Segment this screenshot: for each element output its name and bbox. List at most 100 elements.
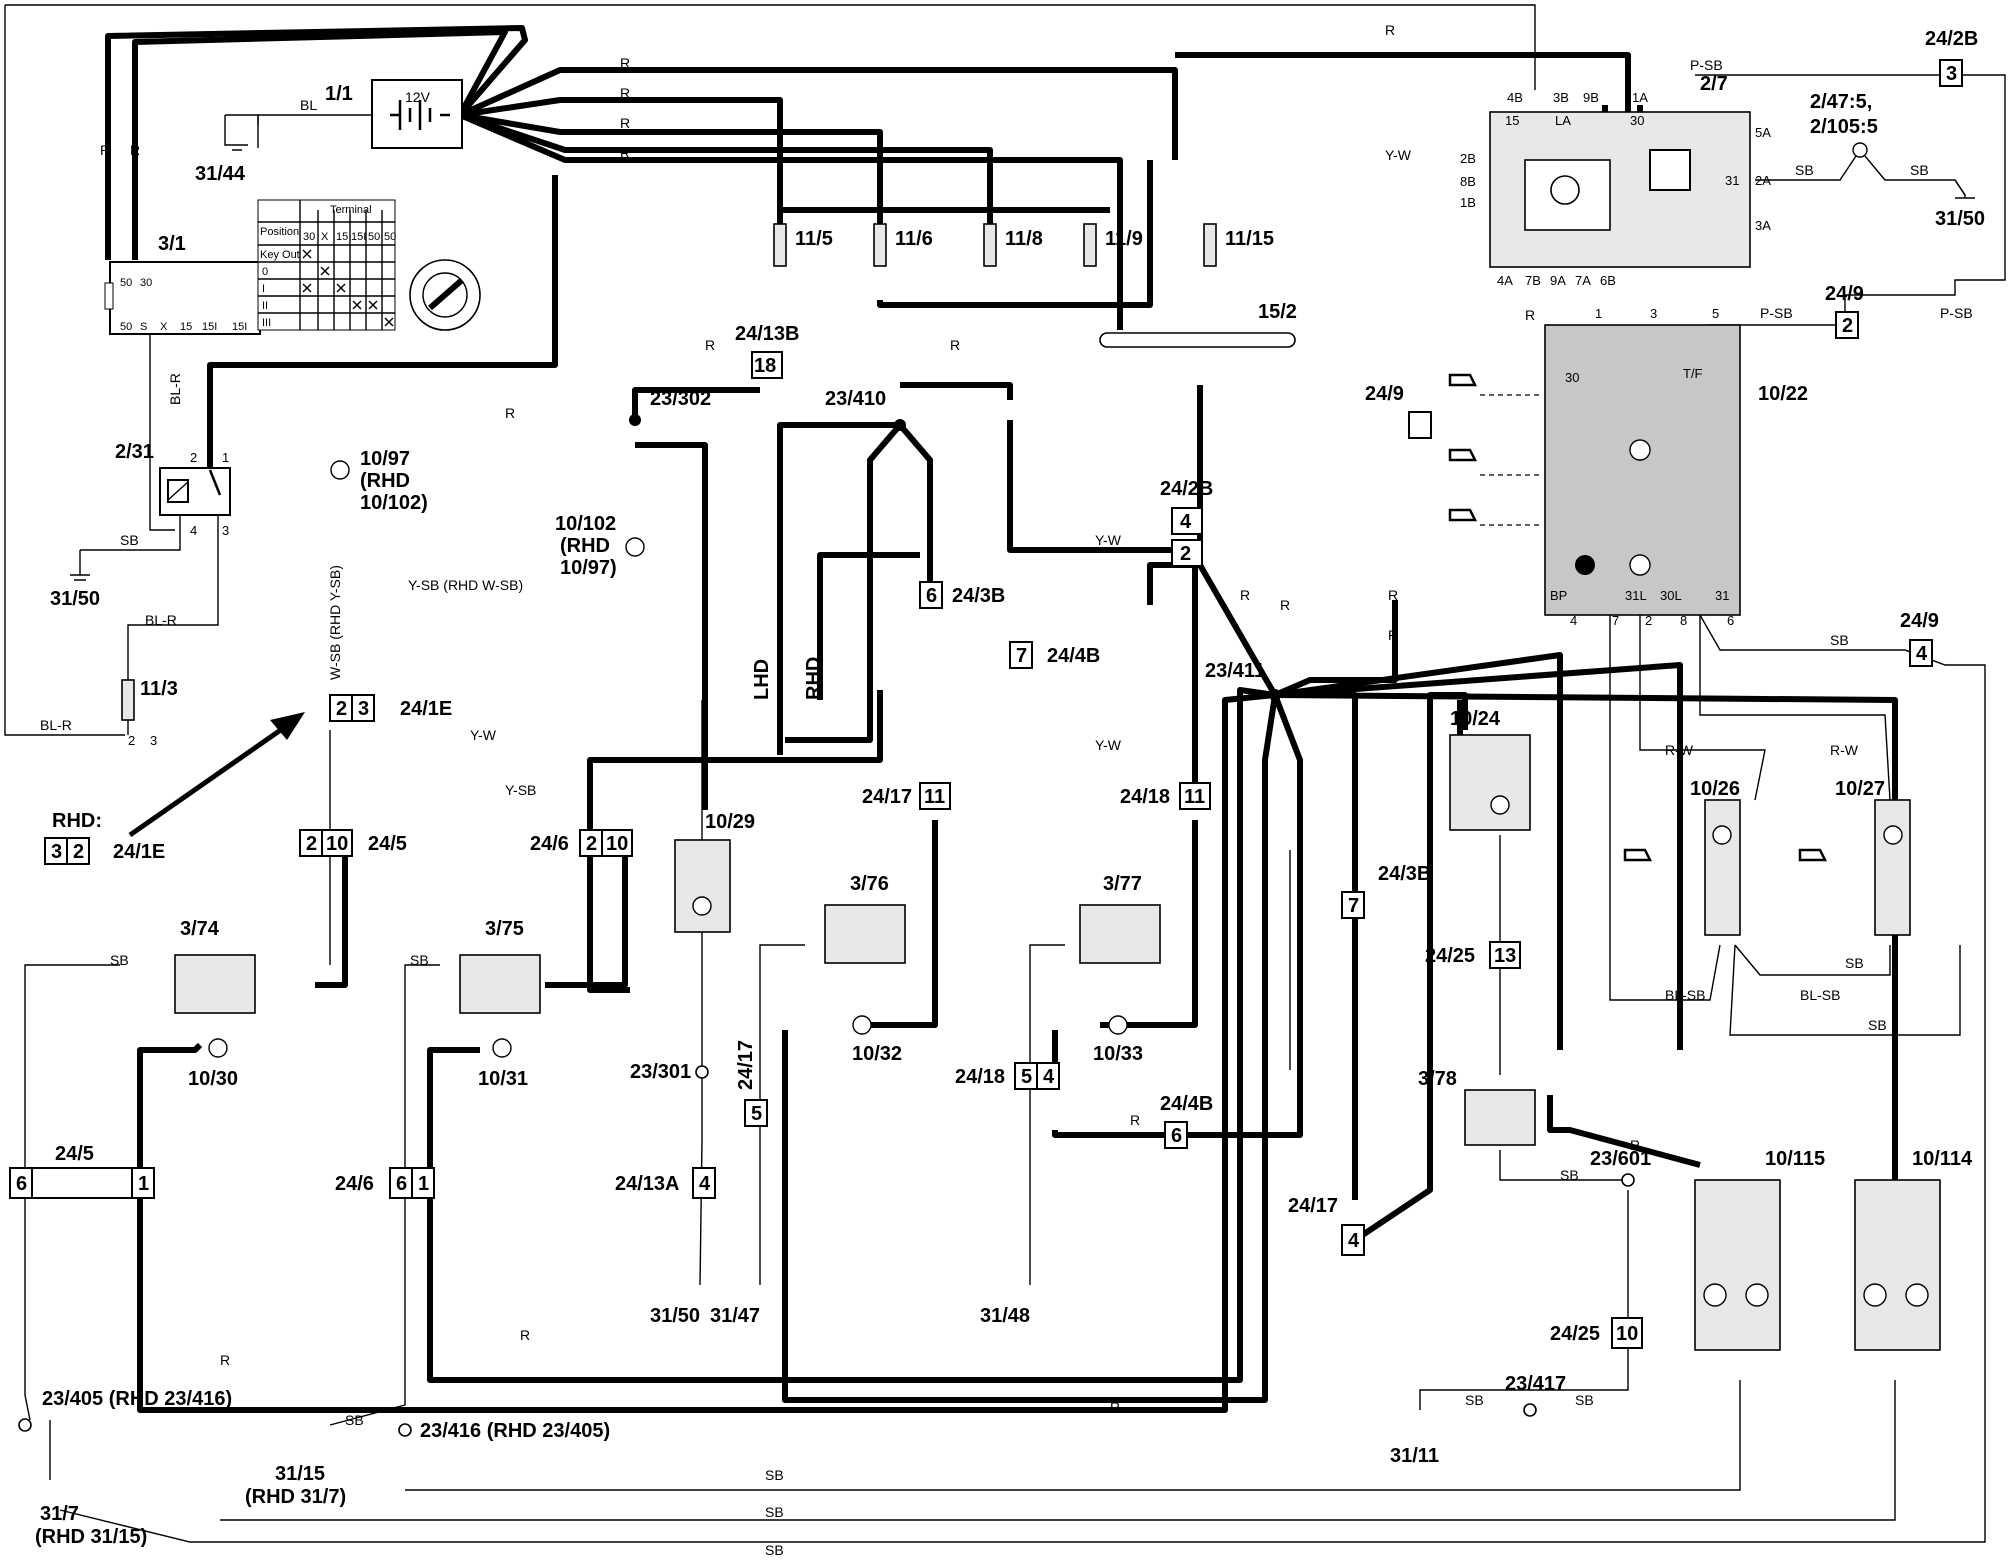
svg-text:1: 1 bbox=[222, 450, 229, 465]
rhd-note-pin0: 3 bbox=[51, 841, 62, 863]
conn-249-mid-label: 24/9 bbox=[1365, 383, 1404, 405]
svg-text:3: 3 bbox=[222, 523, 229, 538]
wire-label-bl-sb-2: BL-SB bbox=[1800, 987, 1840, 1003]
lamp-10102-rhd2: 10/97) bbox=[560, 557, 617, 579]
wire-label-sb-8: SB bbox=[1560, 1167, 1579, 1183]
rhd-note-pin1: 2 bbox=[73, 841, 84, 863]
conn-2418-b-pin1: 4 bbox=[1043, 1066, 1055, 1088]
ign-pin-50: 50 bbox=[120, 277, 132, 289]
wire-label-sb-3: SB bbox=[1830, 632, 1849, 648]
module-bottom-1: 4 bbox=[1570, 613, 1577, 628]
switch-table-row-0: Key Out bbox=[260, 249, 300, 261]
lamp-1026: 10/26 bbox=[1690, 778, 1741, 936]
lamp-1033: 10/33 bbox=[1093, 1015, 1143, 1065]
switch-table-col-3: 15I bbox=[351, 231, 366, 243]
splice-23601: 23/601 bbox=[1590, 1148, 1651, 1170]
conn-2413b-label: 24/13B bbox=[735, 323, 800, 345]
switch-table-col-5: 50 bbox=[384, 231, 396, 243]
label-w-sb-rhd: W-SB (RHD Y-SB) bbox=[327, 565, 343, 680]
switch-table-row-4: III bbox=[262, 317, 271, 329]
module-top-1: 3 bbox=[1650, 306, 1657, 321]
wire-label-sb-1: SB bbox=[1795, 162, 1814, 178]
switch-table-row-1: 0 bbox=[262, 266, 268, 278]
switch-376: 3/76 bbox=[824, 873, 906, 964]
relay27-left-0: 2B bbox=[1460, 151, 1476, 166]
rhd-note-title: RHD: bbox=[52, 810, 102, 832]
rhd-note-label: 24/1E bbox=[113, 841, 165, 863]
conn-2418-a-label: 24/18 bbox=[1120, 786, 1170, 808]
lamp-1030: 10/30 bbox=[188, 1038, 238, 1090]
conn-243b-b-label: 24/3B bbox=[1378, 863, 1431, 885]
switch-374-label: 3/74 bbox=[180, 918, 220, 940]
lamp-1097-label: 10/97 bbox=[360, 448, 410, 470]
conn-2417-c-pin: 4 bbox=[1348, 1230, 1360, 1252]
wire-label-sb-231: SB bbox=[120, 532, 139, 548]
ground-317: 31/7 bbox=[40, 1503, 79, 1525]
wire-label-bl-sb-1: BL-SB bbox=[1665, 987, 1705, 1003]
ground-3115: 31/15 bbox=[275, 1463, 325, 1485]
conn-244b-b-pin: 6 bbox=[1171, 1125, 1182, 1147]
relay27-bottom-1: 7B bbox=[1525, 273, 1541, 288]
wire-label-r-6: R bbox=[100, 142, 110, 158]
conn-246-a-pin0: 2 bbox=[586, 833, 597, 855]
switch-377-label: 3/77 bbox=[1103, 873, 1142, 895]
switch-table: Terminal Position Key Out 0 I II III 30 … bbox=[257, 199, 396, 331]
thin-wires bbox=[4, 4, 2006, 1543]
wire-label-sb-7: SB bbox=[410, 952, 429, 968]
splice-2475-label: 2/47:5, bbox=[1810, 91, 1872, 113]
fuse-113: 11/3 2 3 BL-R BL-R BL-R bbox=[40, 373, 183, 748]
fuse-label-4: 11/15 bbox=[1225, 228, 1274, 250]
key-icon bbox=[409, 259, 481, 331]
relay27-bottom-0: 4A bbox=[1497, 273, 1513, 288]
switch-375: 3/75 bbox=[459, 918, 541, 1014]
wire-label-r-1: R bbox=[620, 55, 630, 71]
lamp-1097-rhd: (RHD bbox=[360, 470, 410, 492]
wire-labels: R R R R R R R P-SB P-SB P-SB SB SB Y-W R… bbox=[100, 22, 1973, 1558]
relay27-top-1: 3B bbox=[1553, 90, 1569, 105]
lamp-1024-label: 10/24 bbox=[1450, 708, 1501, 730]
lamp-10115: 10/115 bbox=[1694, 1148, 1825, 1351]
splice-23411: 23/411 bbox=[1205, 660, 1265, 682]
ign-pin-b50: 50 bbox=[120, 321, 132, 333]
conn-246-b-pin1: 1 bbox=[418, 1173, 429, 1195]
lamp-1031-label: 10/31 bbox=[478, 1068, 528, 1090]
wire-label-p-sb-2: P-SB bbox=[1760, 305, 1793, 321]
courtesy-module: 10/22 1 3 5 30 T/F BP 4 7 31L 2 30L 8 31… bbox=[1544, 306, 1808, 628]
wire-label-y-w-1: Y-W bbox=[1385, 147, 1412, 163]
relay-27: 2/7 4B 3B 9B 1A 2B 8B 1B 5A 2A 3A 4A 7B … bbox=[1460, 73, 1771, 288]
wire-label-r-2: R bbox=[620, 85, 630, 101]
module-bottom-8: 6 bbox=[1727, 613, 1734, 628]
wire-label-sb-5: SB bbox=[1868, 1017, 1887, 1033]
conn-241e-pin0: 2 bbox=[336, 698, 347, 720]
ground-3144-label: 31/44 bbox=[195, 163, 246, 185]
battery: 12V 1/1 bbox=[325, 79, 463, 149]
wire-label-sb-10: SB bbox=[765, 1504, 784, 1520]
label-rhd: RHD bbox=[803, 657, 825, 700]
wire-label-sb-12: SB bbox=[345, 1412, 364, 1428]
lamp-1027: 10/27 bbox=[1835, 778, 1911, 936]
ground-3150: 31/50 bbox=[650, 1305, 700, 1327]
relay27-right-1: 2A bbox=[1755, 173, 1771, 188]
switch-378: 3/78 bbox=[1418, 1068, 1536, 1146]
door-icons bbox=[1448, 373, 1828, 862]
lamp-1097: 10/97 (RHD 10/102) bbox=[330, 448, 428, 514]
conn-2425-a-label: 24/25 bbox=[1425, 945, 1475, 967]
relay27-right-0: 5A bbox=[1755, 125, 1771, 140]
svg-text:3: 3 bbox=[150, 733, 157, 748]
label-lhd: LHD bbox=[751, 659, 773, 700]
ground-3111: 31/11 bbox=[1390, 1445, 1439, 1467]
lamp-10102-rhd: (RHD bbox=[560, 535, 610, 557]
wire-label-r-11: R bbox=[1525, 307, 1535, 323]
conn-2418-b-pin0: 5 bbox=[1021, 1066, 1032, 1088]
conn-2418-a-pin: 11 bbox=[1184, 786, 1205, 808]
fuse-box: 15/2 bbox=[1099, 301, 1297, 348]
splice-23416: 23/416 (RHD 23/405) bbox=[420, 1420, 610, 1442]
conn-249-top-label: 24/9 bbox=[1825, 283, 1864, 305]
relay-231: 2 1 4 3 2/31 bbox=[115, 441, 231, 538]
conn-2425-b-label: 24/25 bbox=[1550, 1323, 1600, 1345]
relay27-top-2: 9B bbox=[1583, 90, 1599, 105]
wire-label-sb-14: SB bbox=[1575, 1392, 1594, 1408]
conn-244b-a-pin: 7 bbox=[1016, 645, 1027, 667]
splice-2105-label: 2/105:5 bbox=[1810, 116, 1878, 138]
splice-2475: 2/47:5, 2/105:5 bbox=[1810, 91, 1878, 158]
